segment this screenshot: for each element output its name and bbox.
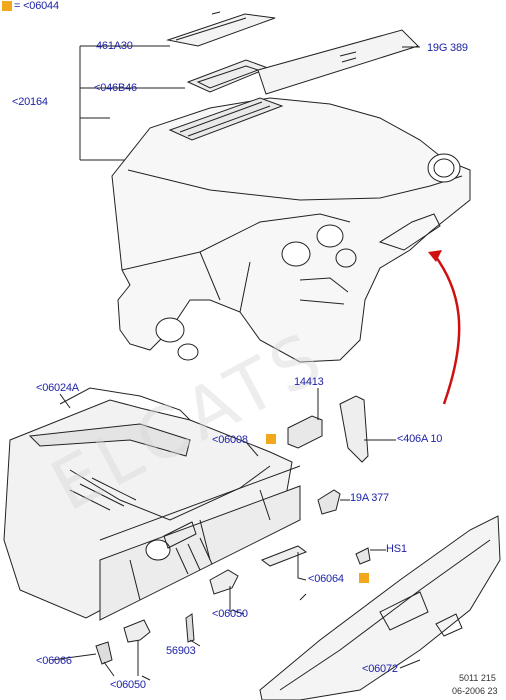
vent-frame-part [186, 59, 270, 93]
callout-20164[interactable]: <20164 [12, 96, 48, 108]
callout-06072[interactable]: <06072 [362, 663, 398, 675]
top-cover-part [166, 13, 276, 47]
callout-06008[interactable]: <06008 [212, 434, 248, 446]
red-pointer-arrow [432, 253, 461, 405]
dashboard-part [111, 97, 471, 363]
switch-14413-part [287, 415, 323, 449]
marker-06008 [266, 434, 276, 444]
callout-06066[interactable]: <06066 [36, 655, 72, 667]
callout-56903[interactable]: 56903 [166, 645, 196, 657]
legend-text: = <06044 [14, 0, 59, 12]
callout-06024A[interactable]: <06024A [36, 382, 79, 394]
latch-406A10-part [339, 395, 369, 463]
callout-06050-lower[interactable]: <06050 [110, 679, 146, 691]
glovebox-door-part [259, 515, 501, 700]
callout-19G389[interactable]: 19G 389 [427, 42, 468, 54]
marker-06064 [359, 573, 369, 583]
callout-046B46[interactable]: <046B46 [94, 82, 137, 94]
footer-date: 06-2006 23 [452, 686, 498, 696]
clip-19A377-part [317, 489, 341, 515]
legend-swatch [2, 1, 12, 11]
bolt-HS1-part [355, 547, 371, 565]
callout-06064[interactable]: <06064 [308, 573, 344, 585]
top-panel-part [257, 29, 419, 95]
bracket-06064-part [260, 545, 308, 567]
footer-code: 5011 215 [459, 673, 496, 683]
callout-19A377[interactable]: 19A 377 [350, 492, 389, 504]
callout-06050-upper[interactable]: <06050 [212, 608, 248, 620]
callout-HS1[interactable]: HS1 [386, 543, 407, 555]
callout-406A10[interactable]: <406A 10 [397, 433, 443, 445]
callout-461A30[interactable]: 461A30 [96, 40, 133, 52]
callout-14413[interactable]: 14413 [294, 376, 324, 388]
